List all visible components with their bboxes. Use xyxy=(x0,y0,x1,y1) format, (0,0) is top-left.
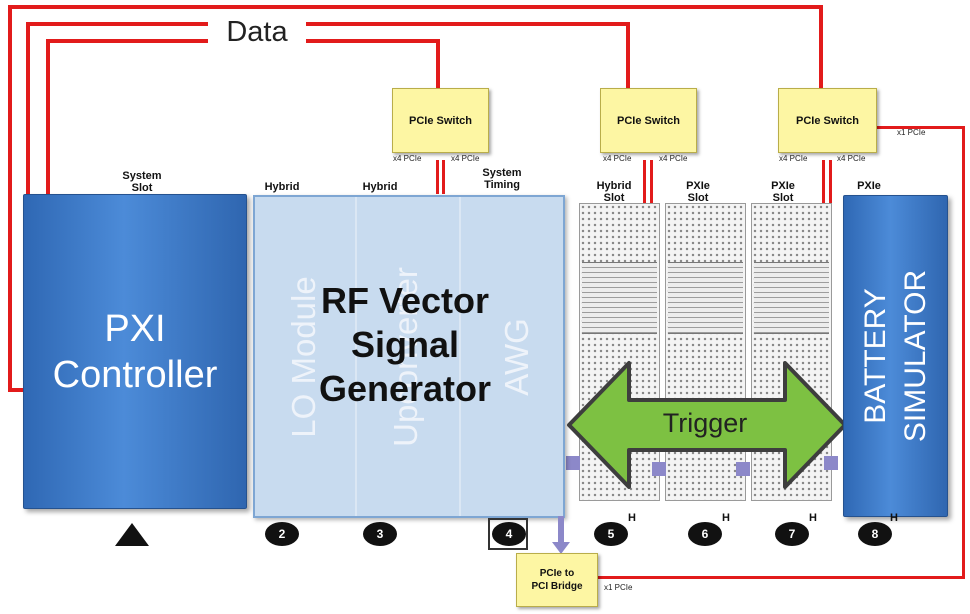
slot-4-frame xyxy=(488,518,528,550)
data-bus-outer xyxy=(8,5,12,392)
backplane-connector xyxy=(824,456,838,470)
vsg-divider xyxy=(355,197,357,516)
backplane-connector xyxy=(566,456,580,470)
slot-label-5: Hybrid Slot xyxy=(596,180,632,204)
data-bus-middle xyxy=(26,22,630,26)
backplane-connector xyxy=(736,462,750,476)
data-bus-outer xyxy=(8,388,24,392)
slot-number-3: 3 xyxy=(363,522,397,546)
bridge-label: PCIe to PCI Bridge xyxy=(531,568,583,592)
slot-label-8: PXIe xyxy=(857,180,881,192)
data-label: Data xyxy=(208,14,306,50)
slot-label-2: Hybrid xyxy=(264,181,300,193)
module-card-5 xyxy=(579,203,660,501)
slot-label-1: System Slot xyxy=(122,170,162,194)
rf-vector-signal-generator: LO Module Upconverter AWG RF Vector Sign… xyxy=(253,195,565,518)
battery-simulator: BATTERY SIMULATOR xyxy=(843,195,948,517)
backplane-connector xyxy=(652,462,666,476)
uplink-wire xyxy=(598,576,965,579)
slot-number-7: 7 xyxy=(775,522,809,546)
slot-number-5: 5 xyxy=(594,522,628,546)
pcie-switch-3: PCIe Switch xyxy=(778,88,877,153)
port-label: x4 PCIe xyxy=(779,154,808,163)
switch-1-link-b xyxy=(442,160,445,194)
slot-label-7: PXIe Slot xyxy=(771,180,795,204)
vsg-title: RF Vector Signal Generator xyxy=(318,280,492,409)
uplink-wire xyxy=(962,126,965,579)
pcie-switch-1: PCIe Switch xyxy=(392,88,489,153)
controller-label: PXI Controller xyxy=(52,307,218,396)
battery-label: BATTERY SIMULATOR xyxy=(859,269,932,443)
hybrid-marker: H xyxy=(809,512,817,524)
uplink-wire xyxy=(875,126,965,129)
data-bus-outer xyxy=(8,5,823,9)
hybrid-marker: H xyxy=(890,512,898,524)
slot-label-4: System Timing xyxy=(482,167,522,191)
slot-label-6: PXIe Slot xyxy=(686,180,710,204)
pcie-switch-2: PCIe Switch xyxy=(600,88,697,153)
data-bus-inner xyxy=(436,39,440,89)
hybrid-marker: H xyxy=(722,512,730,524)
port-label: x4 PCIe xyxy=(659,154,688,163)
vsg-divider xyxy=(459,197,461,516)
port-label: x4 PCIe xyxy=(837,154,866,163)
bridge-port-label: x1 PCIe xyxy=(604,583,633,592)
port-label: x4 PCIe xyxy=(603,154,632,163)
bridge-arrow xyxy=(552,516,570,554)
slot-number-4: 4 xyxy=(492,522,526,546)
data-bus-inner xyxy=(46,39,50,194)
slot-1-marker xyxy=(115,523,149,546)
trigger-label: Trigger xyxy=(662,408,748,438)
data-bus-middle xyxy=(626,22,630,89)
port-label: x4 PCIe xyxy=(451,154,480,163)
switch-1-link-a xyxy=(436,160,439,194)
data-bus-outer xyxy=(819,5,823,89)
slot-label-3: Hybrid xyxy=(362,181,398,193)
slot-number-8: 8 xyxy=(858,522,892,546)
slot-number-2: 2 xyxy=(265,522,299,546)
pxi-controller: PXI Controller xyxy=(23,194,247,509)
hybrid-marker: H xyxy=(628,512,636,524)
pcie-to-pci-bridge: PCIe to PCI Bridge xyxy=(516,553,598,607)
data-bus-middle xyxy=(26,22,30,194)
uplink-port-label: x1 PCIe xyxy=(897,128,926,137)
slot-number-6: 6 xyxy=(688,522,722,546)
port-label: x4 PCIe xyxy=(393,154,422,163)
